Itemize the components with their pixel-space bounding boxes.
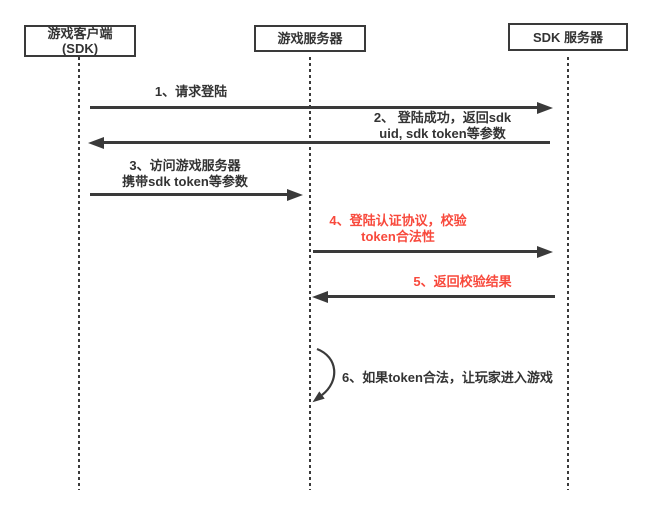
lifeline-sdk-server	[567, 57, 569, 490]
actor-box-game-server: 游戏服务器	[254, 25, 366, 52]
message-5-label: 5、返回校验结果	[413, 274, 512, 289]
message-2-label: 2、 登陆成功，返回sdk uid, sdk token等参数	[330, 110, 555, 142]
actor-label-sdk-server: SDK 服务器	[532, 29, 604, 45]
message-4-line	[313, 250, 537, 253]
message-3-arrowhead-right-icon	[287, 189, 303, 201]
actor-box-game-client: 游戏客户端 (SDK)	[24, 25, 136, 57]
message-4-label-line1: 4、登陆认证协议，校验	[329, 213, 467, 228]
lifeline-game-server	[309, 57, 311, 490]
message-2-label-line1: 2、 登陆成功，返回sdk	[373, 110, 512, 125]
message-4-label-line2: token合法性	[361, 229, 435, 244]
message-4-label: 4、登陆认证协议，校验 token合法性	[298, 213, 498, 245]
actor-label-game-client-line1: 游戏客户端	[47, 26, 113, 41]
actor-label-game-client-line2: (SDK)	[61, 41, 99, 56]
actor-label-game-server: 游戏服务器	[277, 31, 343, 46]
actor-box-sdk-server: SDK 服务器	[508, 23, 628, 51]
message-3-line	[90, 193, 287, 196]
message-4-arrowhead-right-icon	[537, 246, 553, 258]
message-1-arrowhead-right-icon	[537, 102, 553, 114]
message-6-selfloop-arrow-icon	[312, 347, 336, 403]
message-1-label: 1、请求登陆	[154, 84, 228, 99]
message-6-label: 6、如果token合法，让玩家进入游戏	[342, 370, 553, 385]
message-3-label: 3、访问游戏服务器 携带sdk token等参数	[85, 158, 285, 190]
message-3-label-line1: 3、访问游戏服务器	[129, 158, 241, 173]
message-2-line	[104, 141, 550, 144]
message-2-arrowhead-left-icon	[88, 137, 104, 149]
message-2-label-line2: uid, sdk token等参数	[379, 126, 506, 141]
message-5-line	[328, 295, 555, 298]
message-3-label-line2: 携带sdk token等参数	[122, 174, 248, 189]
message-5-arrowhead-left-icon	[312, 291, 328, 303]
lifeline-game-client	[78, 57, 80, 490]
message-1-line	[90, 106, 537, 109]
